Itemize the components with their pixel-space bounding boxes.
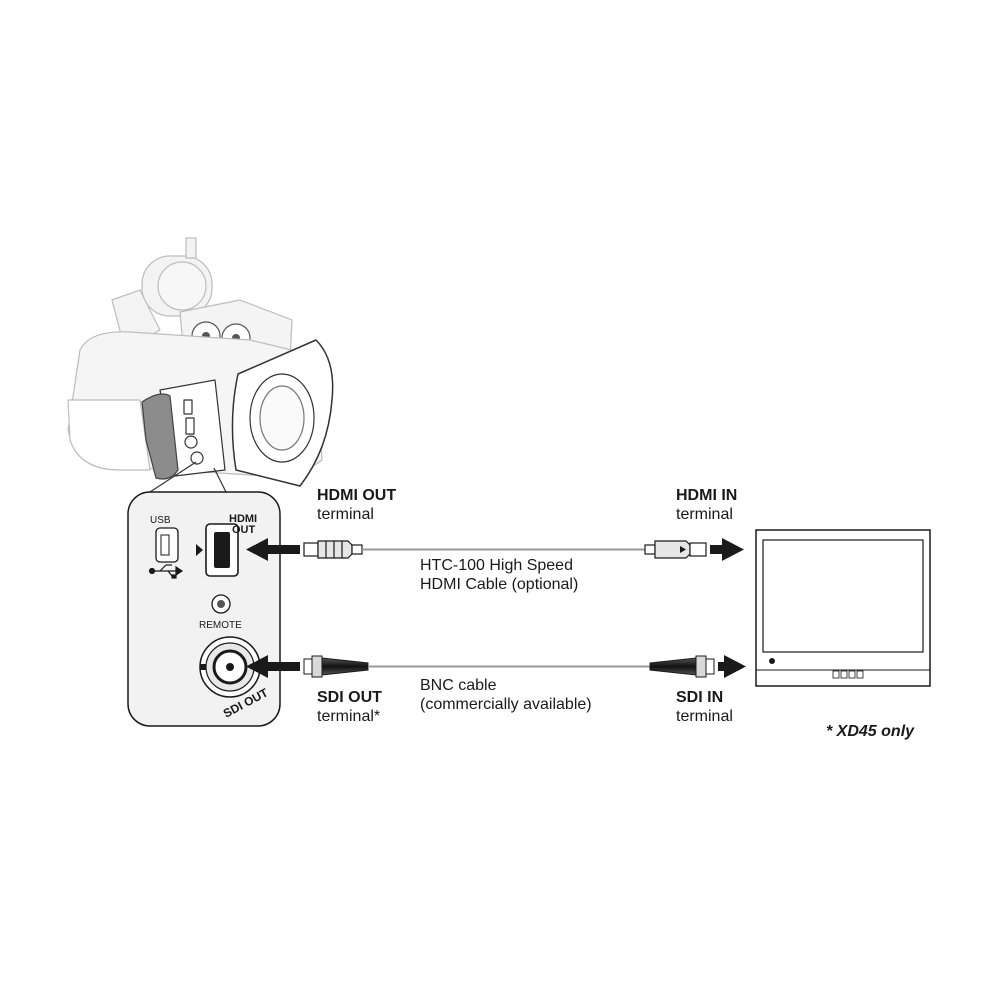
sdi-out-label: SDI OUT terminal* xyxy=(317,688,382,726)
hdmi-label-line2: OUT xyxy=(232,524,256,536)
sdi-out-sub: terminal* xyxy=(317,708,381,725)
arrow-icon xyxy=(710,538,744,561)
footnote: * XD45 only xyxy=(826,723,915,740)
hdmi-in-title: HDMI IN xyxy=(676,487,738,504)
hdmi-plug-monitor-side xyxy=(644,540,707,559)
usb-icon xyxy=(148,527,184,579)
camcorder-illustration xyxy=(67,237,334,493)
bnc-cable-label: BNC cable (commercially available) xyxy=(420,676,592,714)
bnc-plug-camera-side xyxy=(303,655,369,678)
sdi-out-title: SDI OUT xyxy=(317,689,382,706)
bnc-cable-line1: BNC cable xyxy=(420,677,497,694)
monitor-illustration xyxy=(755,529,931,687)
remote-label: REMOTE xyxy=(199,620,242,631)
hdmi-out-label: HDMI OUT terminal xyxy=(317,486,396,524)
sdi-connection xyxy=(246,655,746,678)
hdmi-port-icon xyxy=(196,523,239,577)
bnc-plug-monitor-side xyxy=(649,655,715,678)
usb-label: USB xyxy=(150,515,171,526)
hdmi-cable-line1: HTC-100 High Speed xyxy=(420,557,573,574)
sdi-in-sub: terminal xyxy=(676,708,733,725)
camera-port-panel: USB HDMI OUT REMOTE SDI OUT xyxy=(127,491,281,727)
sdi-in-label: SDI IN terminal xyxy=(676,688,733,726)
hdmi-out-title: HDMI OUT xyxy=(317,487,397,504)
hdmi-label-line1: HDMI xyxy=(229,513,257,525)
hdmi-cable-label: HTC-100 High Speed HDMI Cable (optional) xyxy=(420,556,578,594)
hdmi-in-sub: terminal xyxy=(676,506,733,523)
sdi-in-title: SDI IN xyxy=(676,689,724,706)
arrow-icon xyxy=(246,655,300,678)
hdmi-in-label: HDMI IN terminal xyxy=(676,486,737,524)
arrow-icon xyxy=(246,538,300,561)
remote-jack-icon xyxy=(211,594,231,614)
hdmi-out-sub: terminal xyxy=(317,506,374,523)
hdmi-connection xyxy=(246,538,744,561)
bnc-cable-line2: (commercially available) xyxy=(420,696,592,713)
arrow-icon xyxy=(718,655,746,678)
hdmi-plug-camera-side xyxy=(303,540,363,559)
bnc-port-icon xyxy=(199,636,261,698)
hdmi-cable-line2: HDMI Cable (optional) xyxy=(420,576,579,593)
